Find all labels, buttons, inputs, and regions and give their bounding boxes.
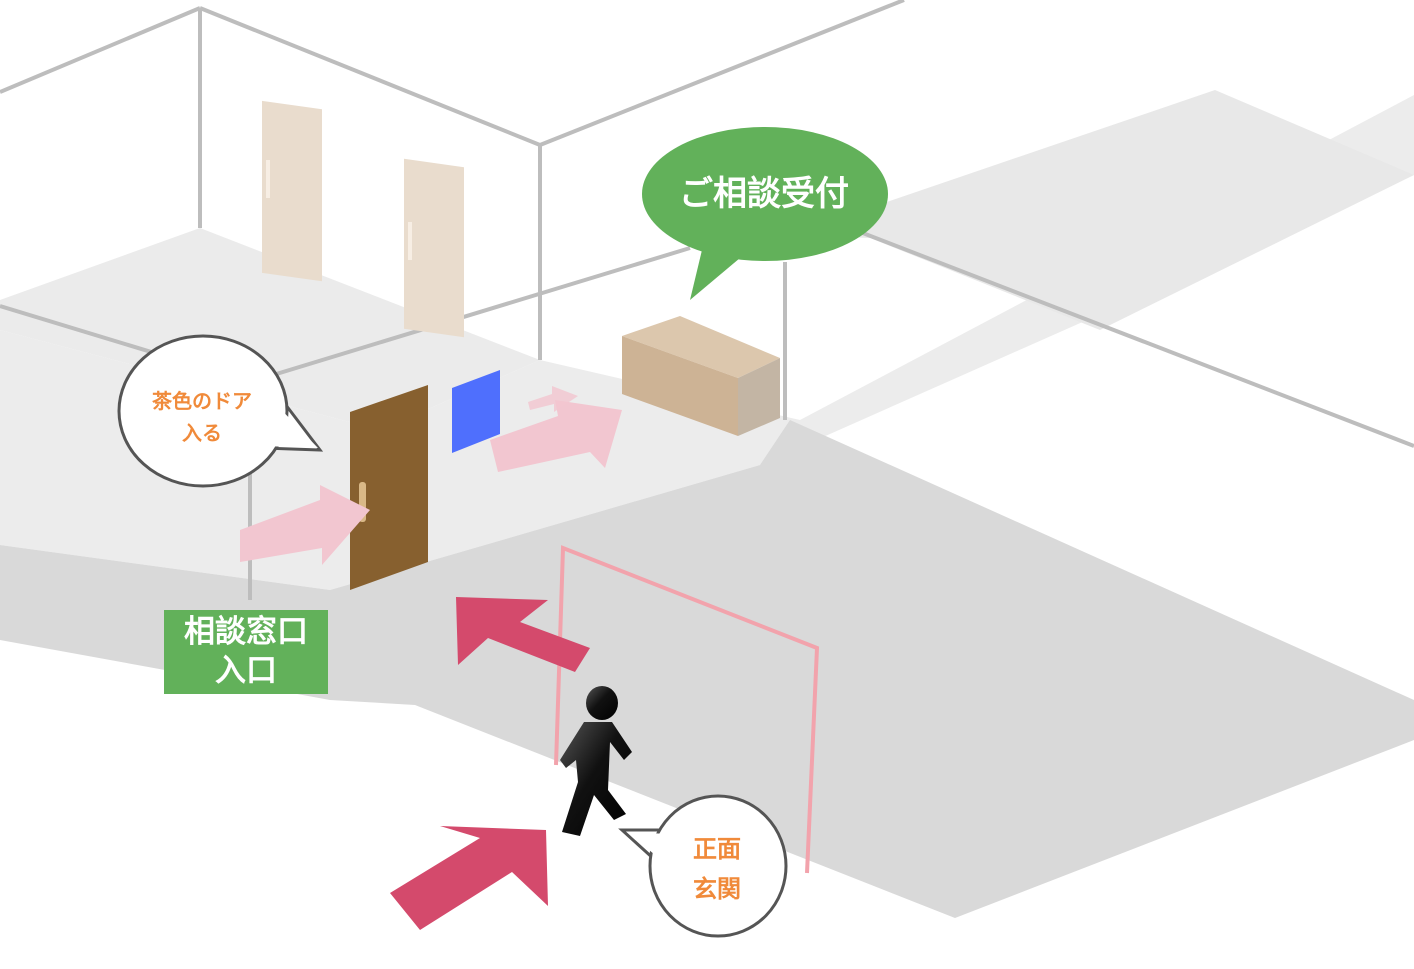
counter-entry-text-line2: 入口 — [215, 653, 277, 689]
front-entrance-callout — [618, 794, 788, 938]
reception-callout — [642, 127, 888, 300]
lobby-floor — [0, 420, 1414, 918]
reception-text: ご相談受付 — [679, 174, 849, 214]
front-entrance-label: 正面 玄関 — [651, 829, 783, 909]
faded-arrow-upper-icon — [490, 400, 622, 472]
front-entrance-text-line1: 正面 — [693, 835, 741, 863]
brown-door-text-line1: 茶色のドア — [152, 389, 252, 413]
back-room-floor — [0, 228, 540, 430]
back-door-right-handle — [408, 222, 412, 260]
faded-arrows — [240, 386, 622, 565]
faded-arrow-small-icon — [528, 386, 578, 412]
faded-arrow-lower-icon — [240, 485, 370, 565]
back-door-right — [404, 158, 464, 338]
inside-arrow-icon — [456, 597, 590, 672]
right-corridor-floor — [790, 90, 1414, 330]
back-door-left-handle — [266, 160, 270, 198]
counter-entry-label: 相談窓口 入口 — [164, 610, 328, 694]
reception-counter-top — [622, 316, 780, 378]
walking-person-icon — [560, 686, 632, 836]
brown-door-callout — [117, 334, 324, 488]
brown-door-icon — [350, 385, 428, 590]
brown-door-label: 茶色のドア 入る — [118, 385, 286, 449]
reception-label: ご相談受付 — [640, 166, 888, 222]
counter-entry-text-line1: 相談窓口 — [184, 614, 308, 650]
front-entrance-text-line2: 玄関 — [693, 875, 741, 903]
brown-door-text-line2: 入る — [182, 421, 222, 445]
blue-panel — [452, 370, 500, 453]
back-door-left — [262, 100, 322, 282]
reception-counter-front — [622, 336, 738, 436]
entrance-arrow-icon — [390, 826, 548, 930]
reception-counter-side — [738, 358, 780, 436]
